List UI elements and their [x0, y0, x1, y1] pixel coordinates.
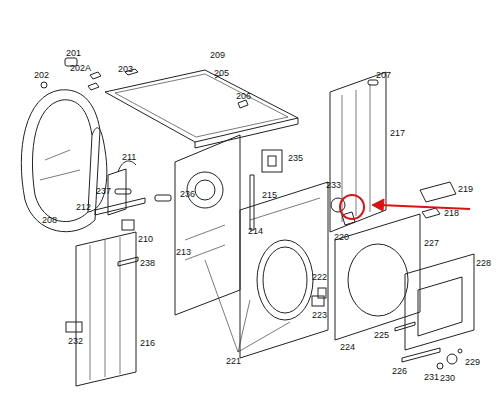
callout-number: 216 — [140, 338, 155, 348]
callout-number: 203 — [118, 64, 133, 74]
callout-number: 228 — [476, 258, 491, 268]
callout-number: 207 — [376, 70, 391, 80]
callout-number: 210 — [138, 234, 153, 244]
callout-number: 202A — [70, 63, 91, 73]
callout-number: 202 — [34, 70, 49, 80]
callout-number: 235 — [288, 153, 303, 163]
callout-number: 220 — [334, 232, 349, 242]
callout-number: 205 — [214, 68, 229, 78]
callout-number: 222 — [312, 272, 327, 282]
callout-number: 224 — [340, 342, 355, 352]
callout-number: 236 — [180, 189, 195, 199]
callout-number: 212 — [76, 202, 91, 212]
callout-number: 214 — [248, 226, 263, 236]
callout-number: 208 — [42, 215, 57, 225]
callout-number: 238 — [140, 258, 155, 268]
callout-number: 213 — [176, 247, 191, 257]
callout-number: 217 — [390, 128, 405, 138]
callout-number: 223 — [312, 310, 327, 320]
callout-number: 206 — [236, 91, 251, 101]
callout-number: 225 — [374, 330, 389, 340]
callout-number: 227 — [424, 238, 439, 248]
callout-number: 211 — [122, 152, 136, 162]
callout-number: 233 — [326, 180, 341, 190]
callout-number: 237 — [96, 186, 111, 196]
callout-number: 231 — [424, 372, 439, 382]
callout-number: 229 — [465, 357, 480, 367]
callout-number: 232 — [68, 336, 83, 346]
callout-number: 226 — [392, 366, 407, 376]
callout-number: 209 — [210, 50, 225, 60]
callout-number: 201 — [66, 48, 81, 58]
callout-number: 215 — [262, 190, 277, 200]
callout-number: 230 — [440, 373, 455, 383]
callout-number: 221 — [226, 356, 241, 366]
callout-number: 219 — [458, 184, 473, 194]
callout-number: 218 — [444, 208, 459, 218]
